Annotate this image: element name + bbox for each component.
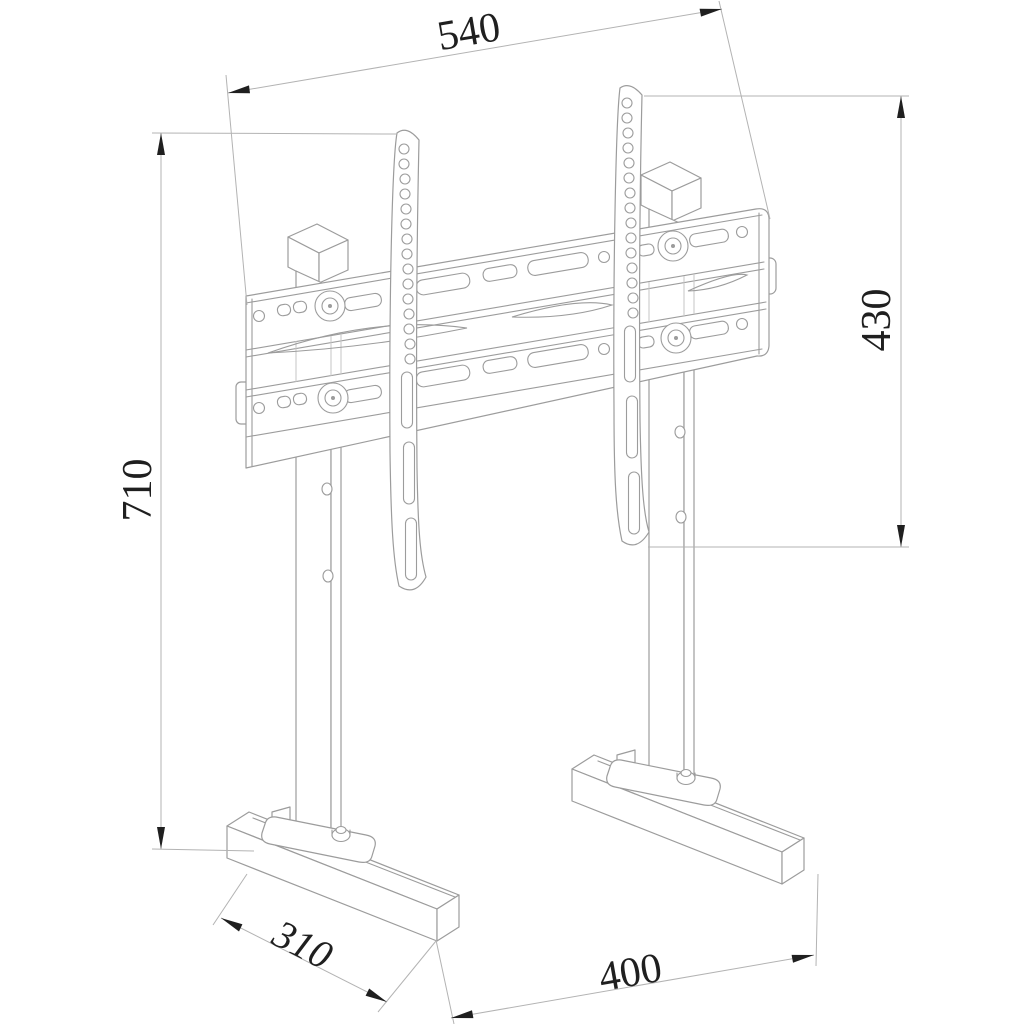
dimension-line <box>450 954 815 1019</box>
dimension-top-width: 540 <box>225 0 771 306</box>
foot-right-screw-boss <box>676 768 696 786</box>
arrowhead <box>699 8 722 17</box>
arrowhead <box>897 96 905 118</box>
extension-line <box>435 939 455 1024</box>
wall-plate-fold-lines <box>245 212 767 467</box>
foot-right <box>571 749 805 885</box>
dimension-bracket-height: 430 <box>644 95 909 548</box>
arrowhead <box>791 954 814 963</box>
foot-left-end-face <box>436 894 460 942</box>
dimension-overall-height: 710 <box>115 132 397 852</box>
tv-bracket-right-slots <box>623 325 641 535</box>
dimension-bracket-height-label: 430 <box>854 289 900 352</box>
extension-line <box>377 940 437 1013</box>
wall-plate-ghost-lines <box>295 274 695 382</box>
column-right-holes <box>674 425 687 524</box>
dimension-base-span: 400 <box>435 873 819 1024</box>
foot-right-mount-plate <box>606 759 721 806</box>
dimension-top-width-label: 540 <box>434 4 504 60</box>
extension-line <box>225 74 248 306</box>
tv-bracket-left-slots <box>400 371 418 581</box>
column-right-cap-side <box>671 177 702 222</box>
screw-bottom-left <box>317 382 349 414</box>
foot-left-screw-boss <box>331 825 351 843</box>
extension-line <box>212 873 248 926</box>
extension-line <box>151 848 255 852</box>
dimension-line <box>220 917 388 1003</box>
column-left-holes <box>321 482 334 583</box>
screw-top-right <box>657 230 689 262</box>
foot-right-end-face <box>781 837 805 885</box>
extension-line <box>151 132 397 135</box>
foot-left-mount-plate <box>261 816 376 863</box>
tv-bracket-right <box>613 85 650 546</box>
wall-plate-lens-embossing <box>267 273 749 354</box>
dimension-base-span-label: 400 <box>595 945 665 1001</box>
extension-line <box>815 873 819 967</box>
arrowhead <box>221 918 243 932</box>
arrowhead <box>365 988 387 1002</box>
dimension-line <box>227 8 723 94</box>
arrowhead <box>157 827 165 849</box>
tv-bracket-left <box>389 129 427 591</box>
foot-left <box>226 806 460 942</box>
arrowhead <box>228 85 250 94</box>
arrowhead <box>451 1010 474 1019</box>
tv-bracket-left-holes <box>398 143 416 365</box>
dimension-overall-height-label: 710 <box>115 459 161 522</box>
tv-bracket-right-holes <box>621 97 639 319</box>
extension-line <box>718 0 771 220</box>
dimension-base-depth-label: 310 <box>265 910 340 978</box>
column-left-cap-side <box>318 239 349 284</box>
arrowhead <box>897 525 905 547</box>
wall-plate-screws <box>314 230 692 414</box>
screw-top-left <box>314 290 346 322</box>
screw-bottom-right <box>660 322 692 354</box>
arrowhead <box>157 133 165 155</box>
